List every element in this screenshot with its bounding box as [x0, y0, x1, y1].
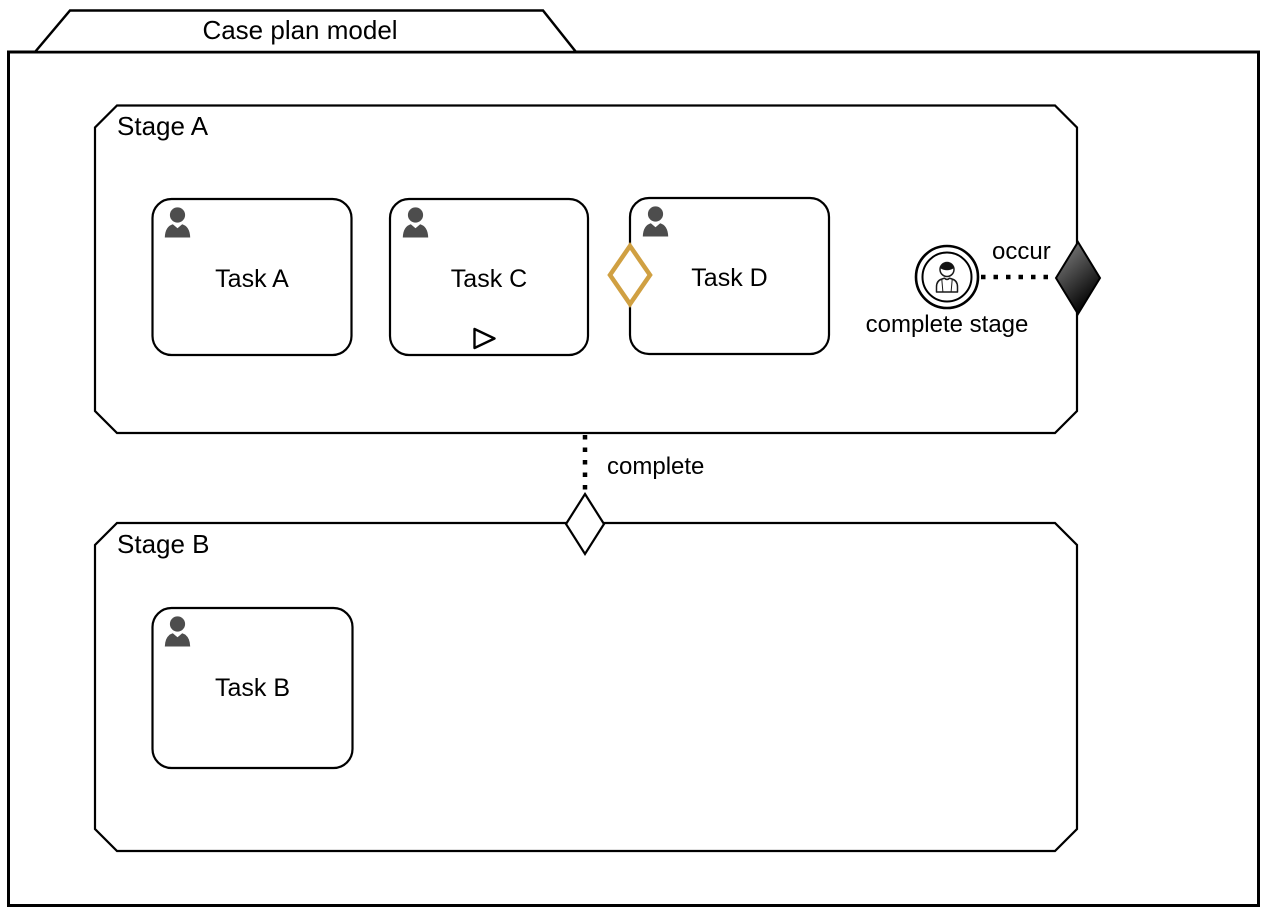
- task-d-label: Task D: [691, 264, 767, 292]
- stage-b-label: Stage B: [117, 529, 210, 559]
- complete-stage-label: complete stage: [866, 311, 1029, 338]
- stage-a-label: Stage A: [117, 111, 209, 141]
- task-a-shape[interactable]: [151, 197, 353, 357]
- manual-activation-triangle-icon: [473, 327, 496, 350]
- stage-b-shape[interactable]: [93, 521, 1079, 853]
- task-c-label: Task C: [451, 265, 527, 293]
- stage-b-entry-criterion-diamond-icon[interactable]: [564, 491, 606, 557]
- task-b-label: Task B: [215, 674, 290, 702]
- task-a-label: Task A: [215, 265, 289, 293]
- entry-criterion-diamond-icon[interactable]: [607, 242, 653, 308]
- complete-label: complete: [607, 453, 704, 480]
- case-plan-model-title: Case plan model: [202, 15, 397, 45]
- task-c-shape[interactable]: [388, 197, 590, 357]
- occur-label: occur: [992, 238, 1051, 265]
- event-listener-complete-stage[interactable]: [914, 244, 980, 310]
- exit-criterion-diamond-icon[interactable]: [1054, 240, 1102, 316]
- person-event-icon: [935, 261, 959, 293]
- case-plan-model-tab[interactable]: [32, 9, 579, 54]
- task-b-shape[interactable]: [151, 606, 354, 770]
